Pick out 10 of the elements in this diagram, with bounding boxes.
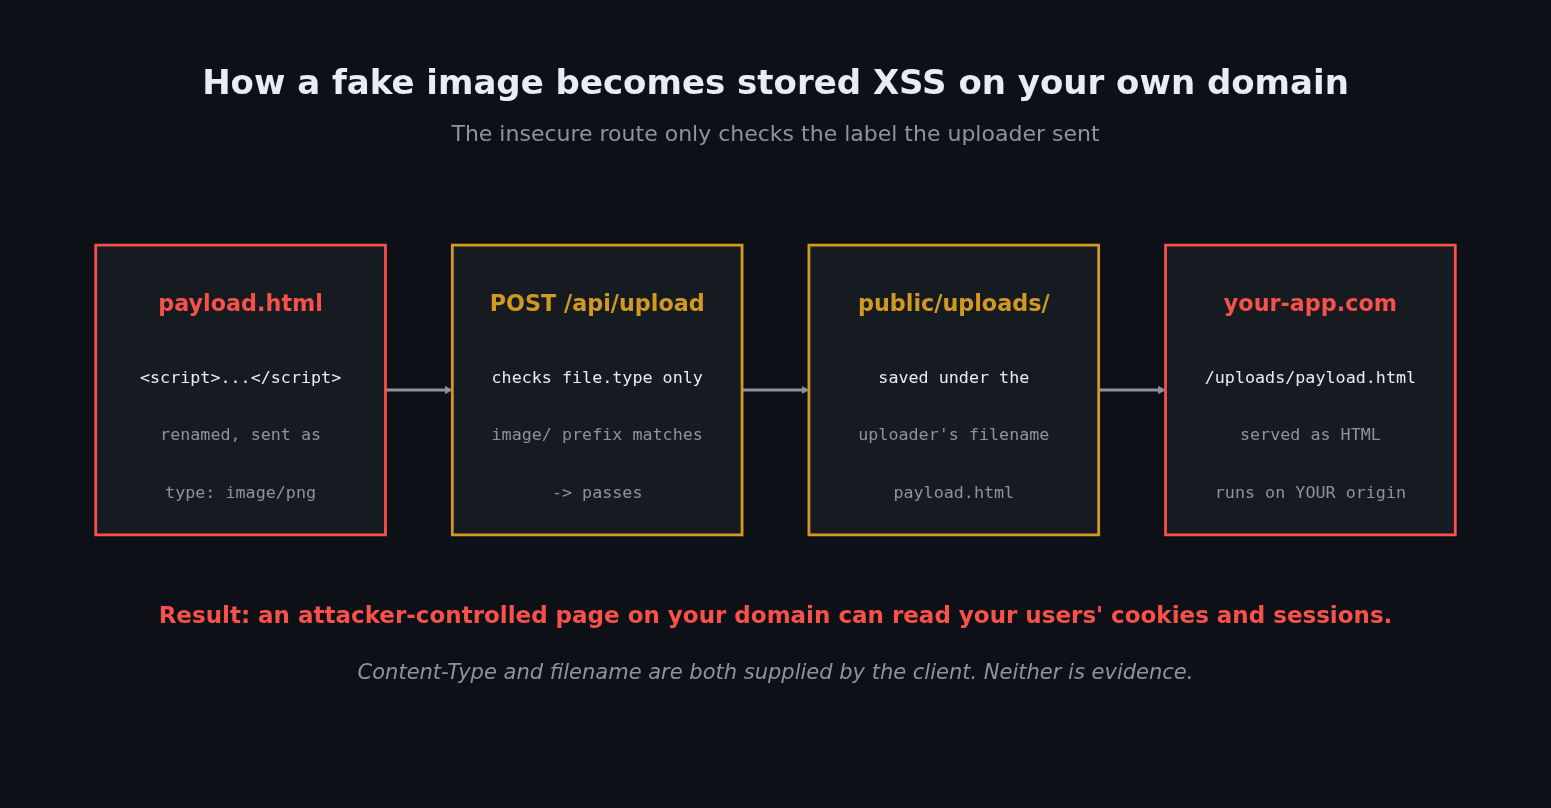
footnote-text: Content-Type and filename are both supplied by the client. Neither is evidence. bbox=[357, 660, 1194, 684]
arrow bbox=[1098, 385, 1166, 395]
result-text: Result: an attacker-controlled page on your domain can read your users' cookies and sessions. bbox=[158, 602, 1393, 628]
process-box: your-app.com /uploads/payload.html served as HTML runs on YOUR origin bbox=[1164, 243, 1457, 537]
subtitle: The insecure route only checks the label the uploader sent bbox=[451, 121, 1100, 146]
diagram-title: How a fake image becomes stored XSS on your own domain bbox=[202, 62, 1349, 102]
process-box: POST /api/upload checks file.type only image/ prefix matches -> passes bbox=[450, 243, 744, 537]
process-box: payload.html <script>...</script> renamed, sent as type: image/png bbox=[94, 243, 387, 537]
process-box: public/uploads/ saved under the uploader's filename payload.html bbox=[807, 243, 1101, 537]
arrow bbox=[385, 385, 453, 395]
